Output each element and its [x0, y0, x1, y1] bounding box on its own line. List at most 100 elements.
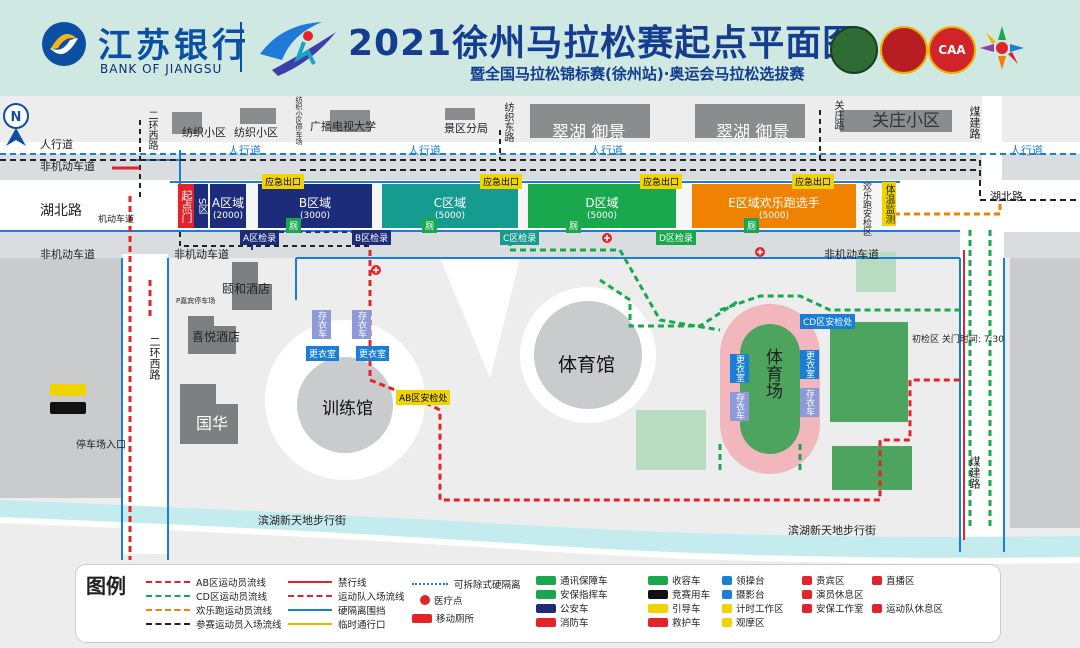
start-area-map: N 起点门 S区 A区域(2000) B区域(3000) C区域(5000) D… [0, 96, 1080, 648]
legend-collect: 收容车 [648, 573, 701, 587]
comm-truck-icon [536, 575, 556, 585]
spectator-icon [722, 617, 732, 627]
fangzhi-community-label: 纺织小区 [182, 126, 226, 139]
changing-room-tag: 更衣室 [356, 346, 390, 361]
start-gate: 起点门 [178, 184, 194, 228]
xiyue-hotel-label: 喜悦酒店 [192, 330, 241, 344]
legend-race-car: 竞赛用车 [648, 587, 710, 601]
binhu-street-label: 滨湖新天地步行街 [258, 514, 346, 527]
legend-security: 安保工作室 [802, 601, 864, 615]
legend-camera: 摄影台 [722, 587, 765, 601]
emergency-exit-tag: 应急出口 [640, 174, 683, 189]
vip-parking-label: P嘉宾停车场 [176, 297, 216, 305]
jingqu-bureau-label: 景区分局 [444, 122, 488, 135]
erhuan-west-road-label: 二环西路 [146, 110, 157, 150]
tv-university-label: 广播电视大学 [310, 120, 376, 133]
changing-room-tag: 更衣室 [306, 346, 340, 361]
meijian-road-label: 煤建路 [968, 106, 981, 139]
cuihu-building-2 [695, 104, 805, 138]
legend-medical: 医疗点 [420, 593, 463, 607]
legend-removable-fence: 可拆除式硬隔离 [412, 577, 521, 591]
legend-police: 公安车 [536, 601, 589, 615]
header: 江苏银行 BANK OF JIANGSU 2021徐州马拉松赛起点平面图 暨全国… [0, 0, 1080, 96]
legend-spectator: 观摩区 [722, 615, 765, 629]
changing-room-tag: 更衣室 [800, 350, 819, 379]
yihe-hotel-building [232, 262, 272, 310]
bus-icon [648, 575, 668, 585]
legend-timer: 计时工作区 [722, 601, 784, 615]
ambulance-icon [648, 617, 668, 627]
legend-fire: 消防车 [536, 615, 589, 629]
vip-icon [802, 575, 812, 585]
baggage-truck-tag: 存衣车 [730, 392, 749, 421]
emergency-exit-tag: 应急出口 [792, 174, 835, 189]
guanzhuang-building [840, 110, 952, 132]
zone-c: C区域(5000) [382, 184, 518, 228]
guanzhuang-community-label: 关庄小区 [872, 111, 940, 131]
legend-team-rest: 运动队休息区 [872, 601, 943, 615]
sidewalk-label: 人行道 [1010, 144, 1043, 157]
fire-truck-icon [536, 617, 556, 627]
yihe-hotel-label: 颐和酒店 [222, 282, 271, 296]
stage-icon [722, 575, 732, 585]
solid-line-icon [288, 609, 332, 611]
legend-title: 图例 [86, 574, 126, 598]
medical-cross-icon [420, 595, 430, 605]
legend-ambulance: 救护车 [648, 615, 701, 629]
legend-command-truck: 安保指挥车 [536, 587, 608, 601]
legend-comm-truck: 通讯保障车 [536, 573, 608, 587]
sidewalk-label: 人行道 [408, 144, 441, 157]
timer-icon [722, 603, 732, 613]
xuzhou-marathon-logo-icon [260, 22, 336, 76]
team-rest-icon [872, 603, 882, 613]
parking-entrance-label: 停车场入口 [76, 440, 126, 451]
page-subtitle: 暨全国马拉松锦标赛(徐州站)·奥运会马拉松选拔赛 [470, 65, 805, 83]
non-motor-lane-label: 非机动车道 [824, 248, 879, 261]
motor-lane-label: 机动车道 [98, 215, 135, 225]
block-east [1010, 258, 1080, 528]
legend-vip-flow: 参赛运动员入场流线 [146, 617, 282, 631]
zone-b: B区域(3000) [258, 184, 372, 228]
sidewalk-label: 人行道 [40, 138, 73, 151]
check-time-label: 初检区 关门时间: 7:30 [912, 335, 1004, 345]
performer-icon [802, 589, 812, 599]
guohua-building [180, 384, 238, 444]
gymnasium [534, 301, 642, 409]
training-hall [297, 357, 393, 453]
emergency-exit-tag: 应急出口 [480, 174, 523, 189]
live-icon [872, 575, 882, 585]
cuihu-yujing-label: 翠湖 御景 [552, 123, 626, 143]
solid-line-icon [288, 581, 332, 583]
legend-stage: 领操台 [722, 573, 765, 587]
ab-security-check-tag: AB区安检处 [396, 390, 451, 405]
medical-point-icon [371, 233, 765, 275]
legend-performer: 演员休息区 [802, 587, 864, 601]
zone-s: S区 [194, 184, 208, 228]
legend-fence: 硬隔离围挡 [288, 603, 386, 617]
legend-cd-flow: CD区运动员流线 [146, 589, 267, 603]
training-hall-label: 训练馆 [322, 399, 373, 419]
baggage-truck-tag: 存衣车 [800, 388, 819, 417]
bank-of-jiangsu-logo-icon [42, 22, 86, 66]
caa-logo-icon: CAA [928, 26, 976, 74]
fangzhi-community-label: 纺织小区 [234, 126, 278, 139]
legend-ab-flow: AB区运动员流线 [146, 575, 266, 589]
emergency-exit-tag: 应急出口 [262, 174, 305, 189]
c-check-tag: C区检录 [500, 230, 540, 245]
toilet-icon [412, 613, 432, 623]
legend-toilet: 移动厕所 [412, 611, 474, 625]
legend-guide-car: 引导车 [648, 601, 701, 615]
block-west [0, 258, 122, 498]
erhuan-west-road [122, 254, 168, 554]
toilet-icon: 厕 [566, 218, 582, 233]
dotted-line-icon [412, 583, 448, 585]
dashed-line-icon [288, 595, 332, 597]
changing-room-tag: 更衣室 [730, 354, 749, 383]
solid-line-icon [288, 623, 332, 625]
d-check-tag: D区检录 [656, 230, 696, 245]
cd-security-check-tag: CD区安检处 [800, 314, 856, 329]
xuzhou-colorful-logo-icon [980, 26, 1024, 70]
toilet-icon: 厕 [744, 218, 760, 233]
fangzhi-east-road-label: 纺织东路 [502, 102, 513, 142]
